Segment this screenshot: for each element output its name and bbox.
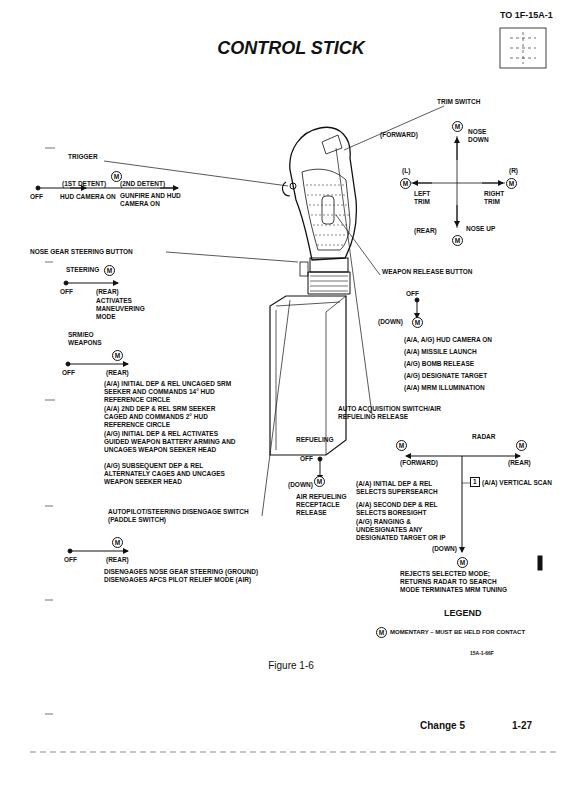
callout-text: SRM/EO WEAPONS xyxy=(68,331,98,347)
callout-text: (REAR) xyxy=(96,288,119,296)
callout-text: WEAPON RELEASE BUTTON xyxy=(382,268,473,276)
callout-text: STEERING xyxy=(66,266,99,274)
momentary-symbol: M xyxy=(396,440,407,451)
callout-text: RADAR xyxy=(472,433,495,441)
callout-text: (A/G) SUBSEQUENT DEP & REL ALTERNATELY C… xyxy=(104,462,234,485)
callout-text: (A/A) SECOND DEP & REL SELECTS BORESIGHT xyxy=(356,501,456,517)
momentary-symbol: M xyxy=(314,476,325,487)
callout-text: OFF xyxy=(64,556,77,564)
callout-text: RIGHT TRIM xyxy=(484,190,514,206)
callout-text: AUTOPILOT/STEERING DISENGAGE SWITCH (PAD… xyxy=(108,508,260,524)
momentary-symbol: M xyxy=(112,350,123,361)
callout-text: GUNFIRE AND HUD CAMERA ON xyxy=(120,192,182,208)
callout-text: (REAR) xyxy=(414,227,437,235)
callout-text: (DOWN) xyxy=(432,545,457,553)
callout-text: TO 1F-15A-1 xyxy=(500,10,553,21)
callout-text: (FORWARD) xyxy=(400,459,438,467)
momentary-symbol: M xyxy=(112,537,123,548)
legend-text: MOMENTARY – MUST BE HELD FOR CONTACT xyxy=(390,629,525,636)
callout-text: (A/G) DESIGNATE TARGET xyxy=(404,372,487,380)
callout-text: (A/A, A/G) HUD CAMERA ON xyxy=(404,336,492,344)
callout-text: REFUELING xyxy=(296,436,334,444)
page-title: CONTROL STICK xyxy=(0,38,582,59)
momentary-symbol: M xyxy=(376,627,387,638)
momentary-symbol: M xyxy=(457,557,468,568)
callout-text: (R) xyxy=(509,167,518,175)
callout-text: NOSE UP xyxy=(466,225,496,233)
callout-text: LEFT TRIM xyxy=(414,190,444,206)
callout-text: (DOWN) xyxy=(288,481,313,489)
callout-text: OFF xyxy=(60,288,73,296)
momentary-symbol: M xyxy=(516,440,527,451)
callout-text: (A/A) MRM ILLUMINATION xyxy=(404,384,485,392)
callout-text: DISENGAGES NOSE GEAR STEERING (GROUND) D… xyxy=(104,568,280,584)
callout-text: (DOWN) xyxy=(378,318,403,326)
momentary-symbol: M xyxy=(400,178,411,189)
callout-text: (A/A) 2ND DEP & REL SRM SEEKER CAGED AND… xyxy=(104,405,232,428)
callout-text: (A/G) INITIAL DEP & REL ACTIVATES GUIDED… xyxy=(104,430,244,453)
callout-text: (A/A) INITIAL DEP & REL SELECTS SUPERSEA… xyxy=(356,480,456,496)
callout-text: (REAR) xyxy=(106,556,129,564)
callout-text: (A/G) BOMB RELEASE xyxy=(404,360,474,368)
callout-text: ACTIVATES MANEUVERING MODE xyxy=(96,297,156,320)
momentary-symbol: M xyxy=(452,121,463,132)
note-number: 1 xyxy=(470,477,480,487)
figure-caption: Figure 1-6 xyxy=(0,660,582,671)
callout-text: OFF xyxy=(300,455,313,463)
callout-text: REJECTS SELECTED MODE; RETURNS RADAR TO … xyxy=(400,570,508,593)
callout-text: AUTO ACQUISITION SWITCH/AIR REFUELING RE… xyxy=(338,405,442,421)
callout-text: (A/A) MISSILE LAUNCH xyxy=(404,348,477,356)
callout-text: (REAR) xyxy=(106,369,129,377)
callout-text: 15A-1-66F xyxy=(470,650,494,656)
callout-text: (L) xyxy=(402,167,410,175)
momentary-symbol: M xyxy=(104,265,115,276)
callout-text: Change 5 xyxy=(420,720,465,732)
callout-text: NOSE GEAR STEERING BUTTON xyxy=(30,248,133,256)
momentary-symbol: M xyxy=(506,178,517,189)
callout-text: TRIM SWITCH xyxy=(437,98,480,106)
callout-text: OFF xyxy=(406,290,419,298)
callout-text: OFF xyxy=(62,369,75,377)
callout-text: (FORWARD) xyxy=(380,131,418,139)
callout-text: AIR REFUELING RECEPTACLE RELEASE xyxy=(296,493,360,516)
callout-text: TRIGGER xyxy=(68,153,98,161)
callout-text: OFF xyxy=(30,193,43,201)
callout-text: HUD CAMERA ON xyxy=(60,193,116,201)
momentary-symbol: M xyxy=(412,317,423,328)
callout-text: 1-27 xyxy=(512,720,532,732)
callout-text: (REAR) xyxy=(508,459,531,467)
callout-text: (2ND DETENT) xyxy=(120,180,165,188)
callout-text: LEGEND xyxy=(444,608,482,619)
callout-text: (1ST DETENT) xyxy=(62,180,106,188)
momentary-symbol: M xyxy=(452,235,463,246)
callout-text: (A/G) RANGING & UNDESIGNATES ANY DESIGNA… xyxy=(356,518,454,541)
callout-text: NOSE DOWN xyxy=(468,128,504,144)
callout-text: (A/A) INITIAL DEP & REL UNCAGED SRM SEEK… xyxy=(104,380,232,403)
callout-text: (A/A) VERTICAL SCAN xyxy=(482,479,552,487)
